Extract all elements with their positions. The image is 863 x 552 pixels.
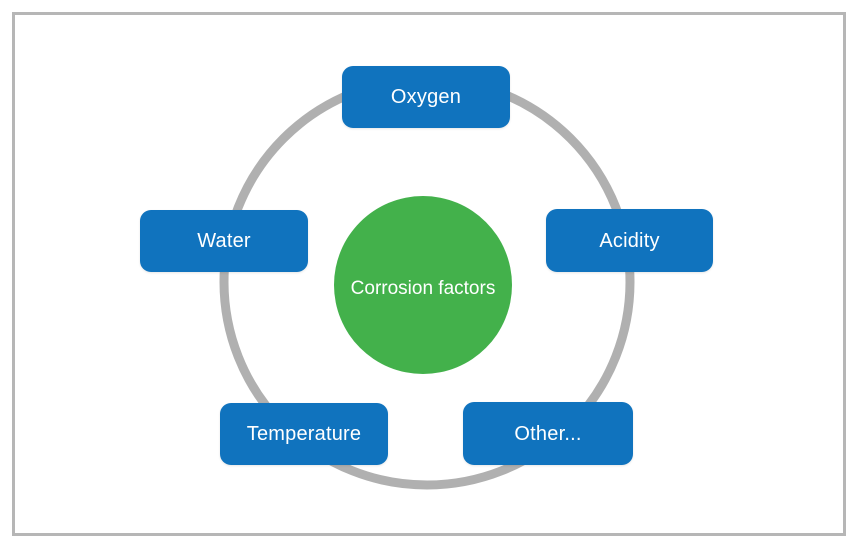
node-temperature-label: Temperature <box>246 423 362 445</box>
hub-label: Corrosion factors <box>350 278 496 300</box>
node-oxygen-label: Oxygen <box>390 86 462 108</box>
hub-circle: Corrosion factors <box>334 196 512 374</box>
node-water-label: Water <box>197 230 251 252</box>
node-oxygen[interactable]: Oxygen <box>342 66 510 128</box>
node-other-label: Other... <box>514 422 582 445</box>
node-other[interactable]: Other... <box>463 402 633 465</box>
node-acidity[interactable]: Acidity <box>546 209 713 272</box>
node-temperature[interactable]: Temperature <box>220 403 388 465</box>
node-water[interactable]: Water <box>140 210 308 272</box>
node-acidity-label: Acidity <box>599 229 660 252</box>
